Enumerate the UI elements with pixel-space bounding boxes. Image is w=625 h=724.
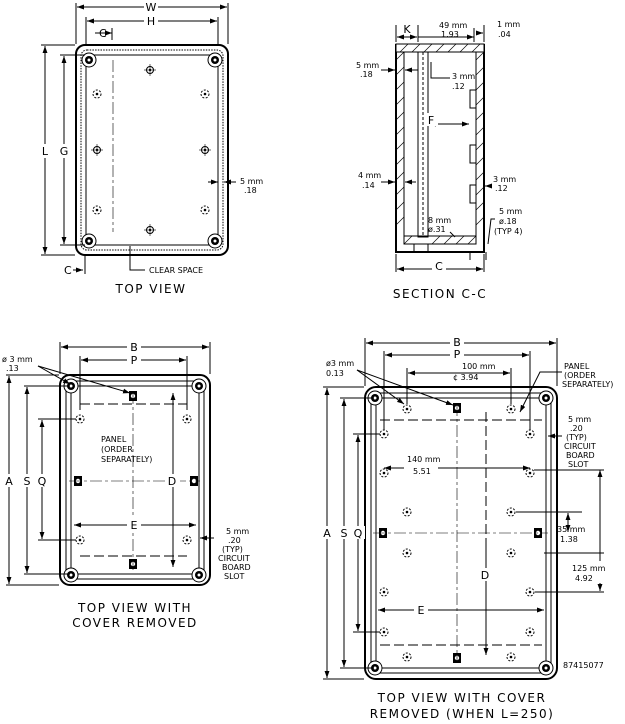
dim-l-label: L	[42, 145, 49, 158]
cr-caption-2: COVER REMOVED	[72, 616, 198, 630]
l250-caption-1: TOP VIEW WITH COVER	[377, 691, 547, 705]
cr-slot-2: CIRCUIT	[218, 554, 250, 563]
cr-slot-in: .20	[228, 536, 241, 545]
section-screw-in: ø.18	[499, 217, 517, 226]
cr-e-label: E	[131, 519, 138, 532]
section-f-label: F	[428, 114, 434, 127]
cr-panel-3: SEPARATELY)	[101, 455, 152, 464]
cr-hole-in: .13	[6, 364, 19, 373]
l250-v125-mm: 125 mm	[572, 564, 606, 573]
cr-slot-mm: 5 mm	[226, 527, 249, 536]
l250-v35-mm: 35 mm	[557, 525, 586, 534]
l250-e-label: E	[418, 604, 425, 617]
dim-w-label: W	[146, 1, 157, 14]
l250-slot-3: BOARD	[566, 451, 595, 460]
section-left-in: .18	[360, 70, 373, 79]
section-right-in: .12	[495, 184, 508, 193]
cr-p-label: P	[131, 354, 138, 367]
section-rib-in: .12	[452, 82, 465, 91]
l250-panel-3: SEPARATELY)	[562, 380, 613, 389]
dim-c-top-label: C	[99, 27, 107, 40]
section-screw-note: (TYP 4)	[494, 227, 522, 236]
l250-q-label: Q	[354, 527, 363, 540]
l250-slot-1: (TYP)	[566, 433, 587, 442]
l250-panel-2: (ORDER	[564, 371, 596, 380]
cr-hole-mm: ø 3 mm	[2, 355, 33, 364]
l250-hole-mm: ø3 mm	[326, 359, 354, 368]
section-hole-mm: 8 mm	[428, 216, 451, 225]
l250-a-label: A	[323, 527, 331, 540]
l250-p-label: P	[454, 348, 461, 361]
l250-slot-4: SLOT	[568, 460, 589, 469]
l250-b-label: B	[453, 336, 461, 349]
cr-slot-3: BOARD	[222, 563, 251, 572]
section-top-mm: 49 mm	[439, 21, 468, 30]
section-rib-mm: 3 mm	[452, 72, 475, 81]
dim-h-label: H	[147, 15, 155, 28]
section-c-label: C	[435, 260, 443, 273]
l250-v35-in: 1.38	[560, 535, 578, 544]
section-right-mm: 3 mm	[493, 175, 516, 184]
l250-hole-in: 0.13	[326, 369, 344, 378]
part-number: 87415077	[563, 661, 604, 670]
dim-c-bottom-label: C	[64, 264, 72, 277]
wall-mm: 5 mm	[240, 177, 263, 186]
wall-in: .18	[244, 186, 257, 195]
l250-spacing-mm: 100 mm	[462, 362, 496, 371]
l250-d-label: D	[481, 569, 489, 582]
l250-spacing-in: ¢ 3.94	[453, 373, 478, 382]
section-side-in: .14	[362, 181, 375, 190]
cr-a-label: A	[5, 475, 13, 488]
l250-panel-1: PANEL	[564, 362, 590, 371]
cr-d-label: D	[168, 475, 176, 488]
top-view-caption: TOP VIEW	[114, 282, 186, 296]
cr-caption-1: TOP VIEW WITH	[77, 601, 192, 615]
section-c-c: K 49 mm 1.93 1 mm .04 5 mm .18 3 mm .12 …	[356, 20, 522, 301]
l250-v125-in: 4.92	[575, 574, 593, 583]
cover-removed-view: B P ø 3 mm .13 PANEL (ORDER SEPARATELY) …	[2, 341, 251, 630]
l250-s-label: S	[341, 527, 348, 540]
cr-panel-1: PANEL	[101, 435, 127, 444]
top-view: W H C C L G 5 mm .18 CLEAR SPACE TOP VIE…	[39, 1, 263, 296]
section-gap-mm: 1 mm	[497, 20, 520, 29]
section-side-mm: 4 mm	[358, 171, 381, 180]
l250-caption-2: REMOVED (WHEN L=250)	[370, 707, 555, 721]
section-left-mm: 5 mm	[356, 61, 379, 70]
cr-s-label: S	[24, 475, 31, 488]
section-caption: SECTION C-C	[393, 287, 487, 301]
section-hole-in: ø.31	[428, 225, 446, 234]
section-screw-mm: 5 mm	[499, 207, 522, 216]
l250-slot-mm: 5 mm	[568, 415, 591, 424]
cr-slot-4: SLOT	[224, 572, 245, 581]
cr-panel-2: (ORDER	[101, 445, 133, 454]
section-top-in: 1.93	[441, 30, 459, 39]
clear-space-label: CLEAR SPACE	[149, 266, 203, 275]
cover-removed-l250-view: B P 100 mm ¢ 3.94 ø3 mm 0.13 PANEL (ORDE…	[320, 336, 613, 721]
section-k-label: K	[403, 23, 411, 36]
l250-slot-in: .20	[570, 424, 583, 433]
cr-q-label: Q	[38, 475, 47, 488]
cr-b-label: B	[130, 341, 138, 354]
l250-slot-2: CIRCUIT	[564, 442, 596, 451]
dim-g-label: G	[60, 145, 69, 158]
section-gap-in: .04	[498, 30, 511, 39]
l250-w140-in: 5.51	[413, 467, 431, 476]
cr-slot-1: (TYP)	[222, 545, 243, 554]
l250-w140-mm: 140 mm	[407, 455, 441, 464]
